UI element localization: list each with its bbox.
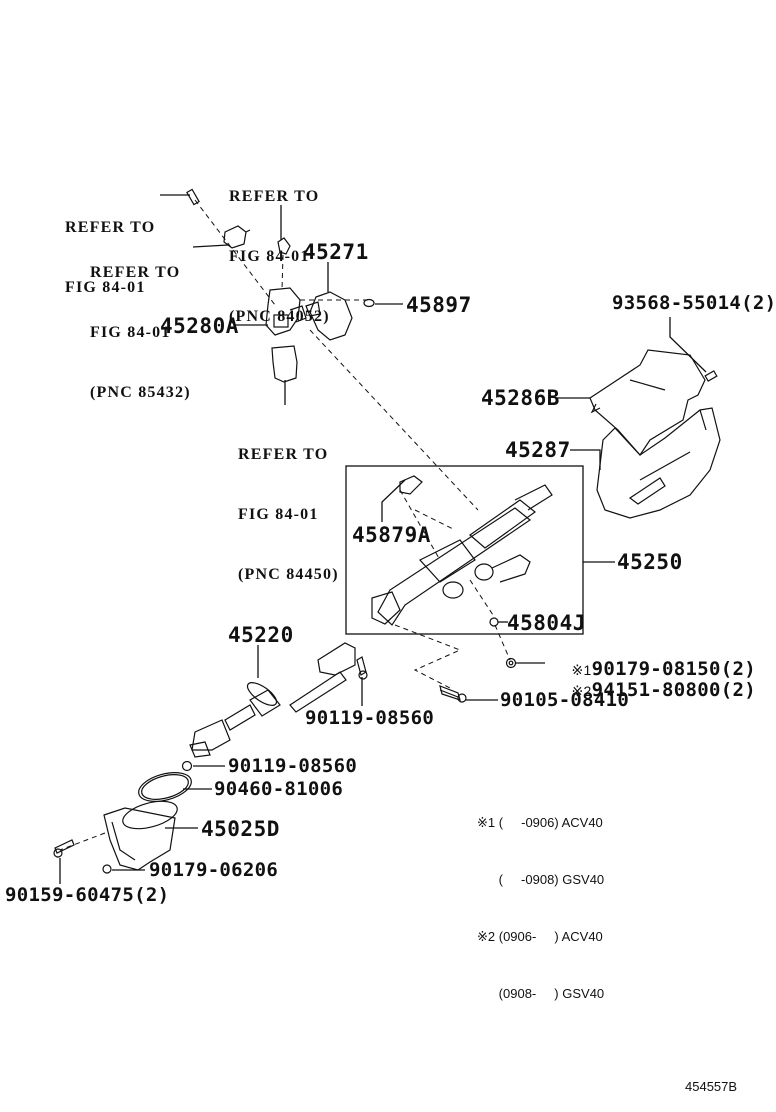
- bolt-90119-08560-upper: [356, 656, 368, 680]
- reference-line: (PNC 84052): [229, 308, 330, 325]
- reference-line: REFER TO: [238, 446, 329, 463]
- part-label-94151-80800[interactable]: ※294151-80800(2): [548, 662, 756, 700]
- note-line: ( -0908) GSV40: [477, 872, 605, 887]
- part-label-90105-08410[interactable]: 90105-08410: [500, 689, 630, 711]
- switch-45280A: [265, 287, 307, 336]
- marker-1: ※1: [571, 662, 592, 678]
- reference-line: (PNC 84450): [238, 566, 339, 583]
- part-label-90159-60475[interactable]: 90159-60475(2): [5, 884, 170, 906]
- parts-diagram: REFER TO FIG 84-01 REFER TO FIG 84-01 (P…: [5, 147, 776, 1094]
- cover-45287: [596, 407, 721, 519]
- leader-lines: [59, 194, 707, 884]
- part-label-90179-06206[interactable]: 90179-06206: [149, 859, 279, 881]
- part-label-45804J[interactable]: 45804J: [507, 611, 586, 635]
- part-label-45250[interactable]: 45250: [617, 550, 683, 574]
- reference-line: (PNC 85432): [90, 384, 191, 401]
- bolt-93568: [704, 370, 718, 382]
- bracket-45879A: [399, 475, 423, 495]
- housing-45271: [305, 291, 353, 341]
- clamp-90460-81006: [138, 772, 192, 802]
- sensor-84450: [271, 345, 298, 383]
- part-label-90119-08560-lower[interactable]: 90119-08560: [228, 755, 358, 777]
- reference-pnc-84450: REFER TO FIG 84-01 (PNC 84450): [238, 405, 339, 605]
- part-label-90119-08560-upper[interactable]: 90119-08560: [305, 707, 435, 729]
- column-assembly-box: [345, 465, 584, 635]
- reference-fig-84-01: REFER TO FIG 84-01: [65, 178, 155, 318]
- bracket-85432: [223, 225, 251, 249]
- part-number-90179-08150: 90179-08150(2): [591, 658, 756, 680]
- part-label-90179-08150[interactable]: ※190179-08150(2): [548, 641, 756, 679]
- part-label-90460-81006[interactable]: 90460-81006: [214, 778, 344, 800]
- intermediate-shaft-45220: [189, 642, 356, 758]
- clip-84052: [277, 237, 291, 255]
- cover-45286B: [589, 349, 706, 456]
- nut-90179-06206: [102, 864, 112, 874]
- reference-line: REFER TO: [90, 264, 181, 281]
- part-label-45879A[interactable]: 45879A: [352, 523, 431, 547]
- nut-45804J: [489, 617, 499, 627]
- assembly-guide-lines: [59, 199, 511, 851]
- diagram-artwork: [53, 188, 721, 884]
- bolt-90119-08560-lower: [181, 760, 193, 772]
- part-label-45025D[interactable]: 45025D: [201, 817, 280, 841]
- part-number-94151-80800: 94151-80800(2): [591, 679, 756, 701]
- part-label-45271[interactable]: 45271: [303, 240, 369, 264]
- figure-code: 454557B: [685, 1079, 738, 1094]
- pin-45897: [363, 298, 375, 308]
- part-label-45220[interactable]: 45220: [228, 623, 294, 647]
- part-label-45286B[interactable]: 45286B: [481, 386, 560, 410]
- part-label-45280A[interactable]: 45280A: [160, 314, 239, 338]
- bolt-90159-60475: [53, 839, 75, 858]
- note-line: ※2 (0906- ) ACV40: [477, 929, 603, 944]
- part-label-45287[interactable]: 45287: [505, 438, 571, 462]
- boot-45025D: [103, 800, 178, 871]
- marker-2: ※2: [571, 683, 592, 699]
- part-label-45897[interactable]: 45897: [406, 293, 472, 317]
- reference-line: REFER TO: [229, 188, 320, 205]
- note-line: (0908- ) GSV40: [477, 986, 605, 1001]
- applicability-notes: ※1 ( -0906) ACV40 ( -0908) GSV40 ※2 (090…: [477, 775, 604, 1022]
- reference-line: FIG 84-01: [65, 279, 146, 296]
- reference-line: FIG 84-01: [238, 506, 319, 523]
- reference-line: FIG 84-01: [229, 248, 310, 265]
- nut-90179-08150: [505, 657, 517, 669]
- reference-pnc-85432: REFER TO FIG 84-01 (PNC 85432): [90, 223, 191, 423]
- reference-pnc-84052: REFER TO FIG 84-01 (PNC 84052): [229, 147, 330, 347]
- steering-column-45250: [371, 484, 553, 626]
- bolt-small-top: [186, 188, 200, 206]
- note-line: ※1 ( -0906) ACV40: [477, 815, 603, 830]
- part-label-93568-55014[interactable]: 93568-55014(2): [612, 292, 776, 314]
- reference-line: REFER TO: [65, 219, 156, 236]
- bolt-90105-08410: [439, 685, 467, 703]
- reference-line: FIG 84-01: [90, 324, 171, 341]
